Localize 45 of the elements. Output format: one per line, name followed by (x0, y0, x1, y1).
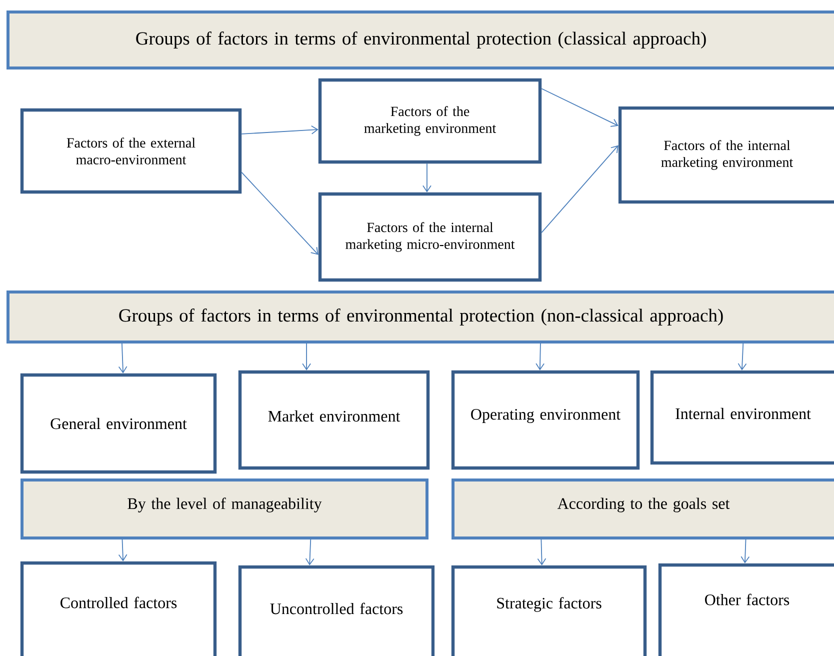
arrow (537, 539, 546, 566)
factor-box (20, 108, 242, 194)
factor-box (318, 78, 542, 164)
box-text: Operating environment (471, 409, 620, 424)
factor-box (20, 373, 217, 474)
arrow (302, 343, 311, 370)
box-text: According to the goals set (557, 498, 730, 512)
box-text: Factors of the external macro-environment (66, 138, 196, 164)
heading-banner (20, 478, 428, 540)
heading-banner (6, 10, 834, 70)
arrow (118, 539, 128, 562)
arrow (541, 145, 618, 233)
factor-box (20, 561, 217, 656)
arrow (305, 539, 314, 566)
box-text: By the level of manageability (128, 498, 322, 512)
heading-banner (6, 290, 834, 344)
arrow (738, 343, 747, 370)
factor-box (650, 370, 834, 465)
arrow (241, 172, 318, 255)
factor-box (451, 370, 640, 470)
box-text: Strategic factors (497, 597, 602, 612)
box-text: Internal environment (676, 408, 811, 420)
box-text: Other factors (705, 594, 790, 606)
factor-box (238, 370, 430, 470)
box-text: Factors of the internal marketing environment (661, 140, 794, 170)
box-text: Groups of factors in terms of environmental protection (classical approach) (136, 32, 706, 48)
factor-box (318, 192, 542, 282)
box-text: Factors of the internal marketing micro-environment (346, 222, 515, 252)
box-text: Factors of the marketing environment (364, 106, 496, 136)
arrow (536, 343, 544, 370)
factor-box (451, 565, 647, 656)
factor-box (618, 106, 834, 204)
box-text: General environment (50, 418, 187, 430)
arrow (422, 163, 432, 192)
box-text: Controlled factors (60, 596, 177, 608)
arrow (740, 539, 750, 564)
arrow (541, 88, 618, 127)
box-text: Groups of factors in terms of environmental protection (non-classical approach) (119, 308, 723, 326)
box-text: Uncontrolled factors (270, 602, 403, 614)
heading-banner (452, 478, 834, 540)
arrow (118, 343, 128, 374)
factor-box (238, 565, 435, 656)
arrow (241, 125, 318, 134)
box-text: Market environment (268, 410, 400, 422)
factor-box (658, 563, 834, 656)
